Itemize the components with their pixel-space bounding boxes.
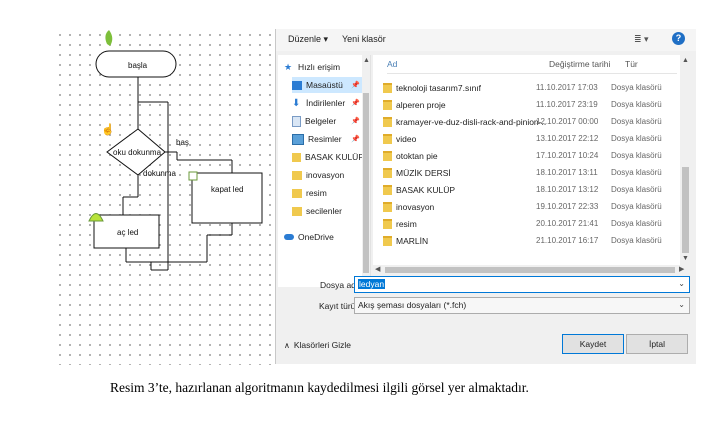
folder-icon [292, 170, 302, 180]
start-node-label: başla [128, 61, 148, 70]
filetype-select[interactable]: Akış şeması dosyaları (*.fch) ⌄ [354, 297, 690, 314]
start-node[interactable] [95, 50, 177, 78]
filename-input[interactable]: ledyan ⌄ [354, 276, 690, 293]
scroll-down-icon[interactable]: ▼ [682, 255, 689, 262]
folder-icon [383, 133, 392, 144]
led-off-icon [188, 171, 198, 181]
turn-off-led-label: kapat led [211, 185, 243, 194]
folder-icon [383, 235, 392, 246]
decision-node-label: oku dokunma [113, 148, 162, 157]
chevron-down-icon[interactable]: ⌄ [678, 300, 685, 309]
yes-branch-label: baş [176, 138, 189, 147]
pictures-icon [292, 133, 304, 145]
chevron-up-icon: ∧ [284, 340, 290, 350]
cloud-icon [284, 234, 294, 240]
column-header-type[interactable]: Tür [625, 59, 638, 69]
nav-scroll-thumb[interactable] [363, 93, 369, 273]
filename-label: Dosya adı: [320, 280, 361, 290]
nav-item-quick-access[interactable]: ★Hızlı erişim [284, 61, 341, 72]
horizontal-scrollbar[interactable]: ◀ ▶ [373, 265, 691, 275]
pin-icon: 📌 [351, 118, 360, 125]
pin-icon: 📌 [351, 100, 360, 107]
new-folder-button[interactable]: Yeni klasör [342, 34, 386, 44]
flowchart-diagram: başla oku dokunma ☝ dokunma baş kapat le… [88, 30, 263, 271]
nav-item-pictures[interactable]: Resimler📌 [292, 131, 364, 147]
folder-icon [383, 201, 392, 212]
chevron-down-icon[interactable]: ⌄ [678, 279, 685, 288]
scroll-left-icon[interactable]: ◀ [375, 266, 381, 273]
nav-item-desktop[interactable]: Masaüstü📌 [292, 77, 364, 93]
folder-icon [383, 99, 392, 110]
organize-button[interactable]: Düzenle ▾ [288, 34, 329, 44]
nav-item-downloads[interactable]: ⬇İndirilenler📌 [292, 97, 360, 109]
nav-item-resim[interactable]: resim [292, 185, 364, 201]
scroll-up-icon[interactable]: ▲ [363, 57, 370, 64]
turn-off-led-box[interactable] [191, 172, 263, 224]
nav-item-inovasyon[interactable]: inovasyon [292, 167, 364, 183]
scroll-right-icon[interactable]: ▶ [679, 266, 685, 273]
nav-item-basak-kulup[interactable]: BASAK KULÜP [292, 149, 364, 165]
list-item[interactable]: kramayer-ve-duz-disli-rack-and-pinion-..… [383, 113, 683, 130]
list-scrollbar[interactable]: ▲ ▼ [680, 55, 691, 265]
folder-icon [292, 188, 302, 198]
column-header-date[interactable]: Değiştirme tarihi [549, 59, 611, 69]
save-button[interactable]: Kaydet [562, 334, 624, 354]
folder-icon [383, 116, 392, 127]
hand-cursor-icon: ☝ [101, 122, 115, 136]
filetype-label: Kayıt türü: [319, 301, 358, 311]
save-dialog: Düzenle ▾ Yeni klasör ≣ ▾ ? ★Hızlı erişi… [275, 29, 696, 364]
navigation-pane: ★Hızlı erişim Masaüstü📌 ⬇İndirilenler📌 B… [278, 55, 371, 287]
pin-icon: 📌 [351, 82, 360, 89]
folder-icon [383, 167, 392, 178]
horizontal-scroll-thumb[interactable] [385, 267, 675, 273]
cancel-button[interactable]: İptal [626, 334, 688, 354]
nav-item-onedrive[interactable]: OneDrive [284, 229, 370, 245]
folder-icon [383, 150, 392, 161]
nav-item-documents[interactable]: Belgeler📌 [292, 113, 364, 129]
figure-caption: Resim 3’te, hazırlanan algoritmanın kayd… [110, 380, 529, 395]
folder-icon [383, 184, 392, 195]
download-icon: ⬇ [292, 97, 301, 109]
scroll-up-icon[interactable]: ▲ [682, 57, 689, 64]
folder-icon [292, 152, 301, 162]
list-scroll-thumb[interactable] [682, 167, 689, 253]
view-options-icon[interactable]: ≣ ▾ [634, 34, 649, 44]
desktop-icon [292, 80, 302, 90]
pin-icon: 📌 [351, 136, 360, 143]
column-header-name[interactable]: Ad [387, 59, 398, 69]
star-icon: ★ [284, 61, 293, 72]
nav-item-secilenler[interactable]: secilenler [292, 203, 364, 219]
turn-on-led-label: aç led [117, 228, 138, 237]
folder-icon [292, 206, 302, 216]
led-on-icon [88, 213, 104, 222]
flowchart-canvas[interactable]: başla oku dokunma ☝ dokunma baş kapat le… [55, 30, 273, 365]
folder-icon [383, 218, 392, 229]
dialog-toolbar: Düzenle ▾ Yeni klasör ≣ ▾ ? [276, 29, 696, 51]
hide-folders-toggle[interactable]: ∧ Klasörleri Gizle [284, 340, 352, 350]
leaf-icon [105, 30, 113, 46]
folder-icon [383, 82, 392, 93]
document-icon [292, 115, 301, 127]
help-icon[interactable]: ? [672, 32, 685, 45]
no-branch-label: dokunma [143, 169, 176, 178]
file-list: Ad Değiştirme tarihi Tür teknoloji tasar… [373, 55, 691, 265]
nav-scrollbar[interactable]: ▲ [362, 55, 370, 287]
